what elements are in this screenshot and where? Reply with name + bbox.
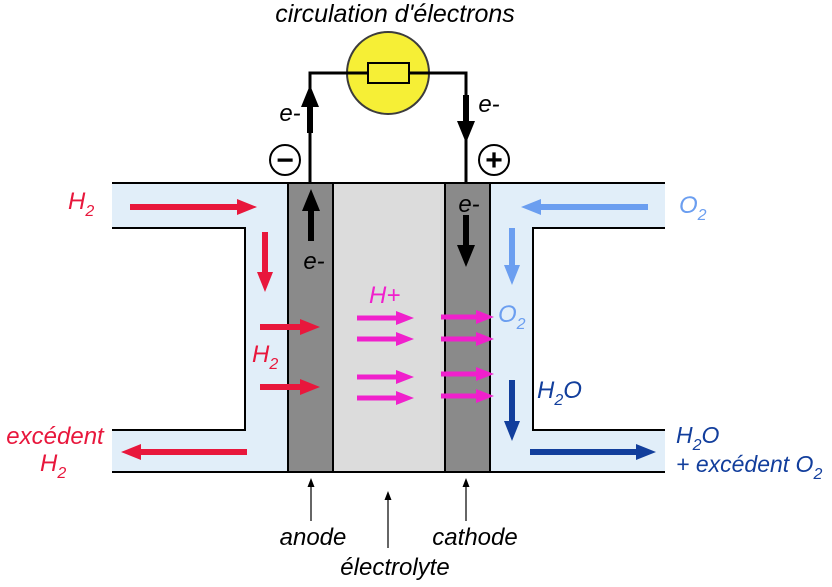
external-circuit: e- e- − + bbox=[269, 31, 510, 183]
cathode-pointer-arrow bbox=[462, 478, 470, 521]
water-formed-tail: O bbox=[563, 377, 582, 404]
o2-reacting-symbol: O bbox=[498, 301, 517, 328]
outlet-line1-symbol: H bbox=[676, 422, 693, 448]
resistor-symbol bbox=[367, 62, 410, 84]
o2-descend-arrow bbox=[504, 228, 520, 285]
hydrogen-channel-walls bbox=[112, 182, 288, 473]
water-outlet-arrow bbox=[530, 444, 656, 460]
negative-terminal bbox=[269, 144, 301, 176]
o2-reacting-subscript: 2 bbox=[516, 316, 526, 333]
water-formed-subscript: 2 bbox=[553, 392, 563, 409]
oxygen-channel-fill bbox=[490, 183, 665, 472]
proton-arrow bbox=[357, 391, 414, 405]
minus-icon: − bbox=[276, 144, 294, 177]
h2-excess-label-line1: excédent bbox=[6, 423, 105, 450]
proton-flow: H+ bbox=[357, 282, 494, 405]
cathode-label: cathode bbox=[432, 524, 517, 551]
outlet-line2-text: + excédent O bbox=[676, 451, 814, 477]
cathode-electron-arrow bbox=[457, 215, 475, 267]
o2-reacting-label: O2 bbox=[498, 301, 526, 333]
oxygen-channel bbox=[490, 182, 665, 473]
cathode-electron-label: e- bbox=[458, 191, 479, 218]
oxygen-channel-walls bbox=[490, 182, 665, 473]
proton-arrow bbox=[357, 370, 414, 384]
cathode-side: e- O2 O2 H2O H2O + excédent O2 bbox=[457, 191, 822, 483]
hydrogen-channel bbox=[112, 182, 288, 473]
outlet-line1-subscript: 2 bbox=[692, 437, 702, 454]
anode-pointer-arrow bbox=[307, 478, 315, 521]
anode-electron-arrow bbox=[302, 189, 320, 241]
water-formed-label: H2O bbox=[537, 377, 582, 409]
hydrogen-channel-fill bbox=[112, 183, 288, 472]
h2-reacting-label: H2 bbox=[252, 341, 278, 373]
outlet-label-line2: + excédent O2 bbox=[676, 451, 822, 483]
electrolyte-pointer-arrow bbox=[384, 491, 392, 548]
positive-terminal bbox=[478, 144, 510, 176]
wire-electron-label-right: e- bbox=[478, 91, 499, 118]
wire-electron-down-arrow bbox=[457, 95, 475, 143]
h2-excess-symbol: H bbox=[40, 450, 58, 477]
o2-inlet-arrow bbox=[521, 199, 648, 215]
proton-arrow bbox=[441, 332, 494, 346]
h2-reacting-subscript: 2 bbox=[268, 356, 278, 373]
wire-electron-label-left: e- bbox=[279, 100, 300, 127]
outlet-line2-subscript: 2 bbox=[812, 466, 822, 483]
proton-label: H+ bbox=[369, 282, 400, 309]
anode-electron-label: e- bbox=[303, 248, 324, 275]
h2-inlet-symbol: H bbox=[68, 188, 86, 215]
h2-excess-label-line2: H2 bbox=[40, 450, 66, 482]
h2-excess-subscript: 2 bbox=[56, 465, 66, 482]
h2-excess-arrow bbox=[121, 444, 247, 460]
h2-inlet-subscript: 2 bbox=[84, 203, 94, 220]
proton-arrow bbox=[441, 367, 494, 381]
anode-label: anode bbox=[280, 524, 347, 551]
water-formed-symbol: H bbox=[537, 377, 555, 404]
water-descend-arrow bbox=[504, 380, 520, 441]
wire-electron-up-arrow bbox=[301, 85, 319, 133]
proton-arrow bbox=[357, 311, 414, 325]
outlet-line1-tail: O bbox=[702, 422, 720, 448]
h2-to-anode-arrow-lower bbox=[260, 379, 320, 395]
plus-icon: + bbox=[485, 144, 503, 177]
h2-descend-arrow bbox=[257, 232, 273, 292]
title: circulation d'électrons bbox=[275, 0, 515, 28]
proton-arrow bbox=[441, 389, 494, 403]
electrolyte-label: électrolyte bbox=[340, 554, 449, 581]
component-labels: anode électrolyte cathode bbox=[280, 478, 518, 581]
proton-arrow bbox=[357, 332, 414, 346]
h2-reacting-symbol: H bbox=[252, 341, 270, 368]
o2-inlet-subscript: 2 bbox=[697, 207, 707, 224]
proton-arrow bbox=[441, 310, 494, 324]
anode-side: e- H2 H2 excédent H2 bbox=[6, 188, 324, 482]
outlet-label-line1: H2O bbox=[676, 422, 720, 454]
h2-inlet-label: H2 bbox=[68, 188, 94, 220]
electrolyte-layer bbox=[332, 182, 446, 473]
o2-inlet-symbol: O bbox=[679, 192, 698, 219]
h2-inlet-arrow bbox=[130, 199, 257, 215]
o2-inlet-label: O2 bbox=[679, 192, 707, 224]
h2-to-anode-arrow-upper bbox=[260, 319, 320, 335]
